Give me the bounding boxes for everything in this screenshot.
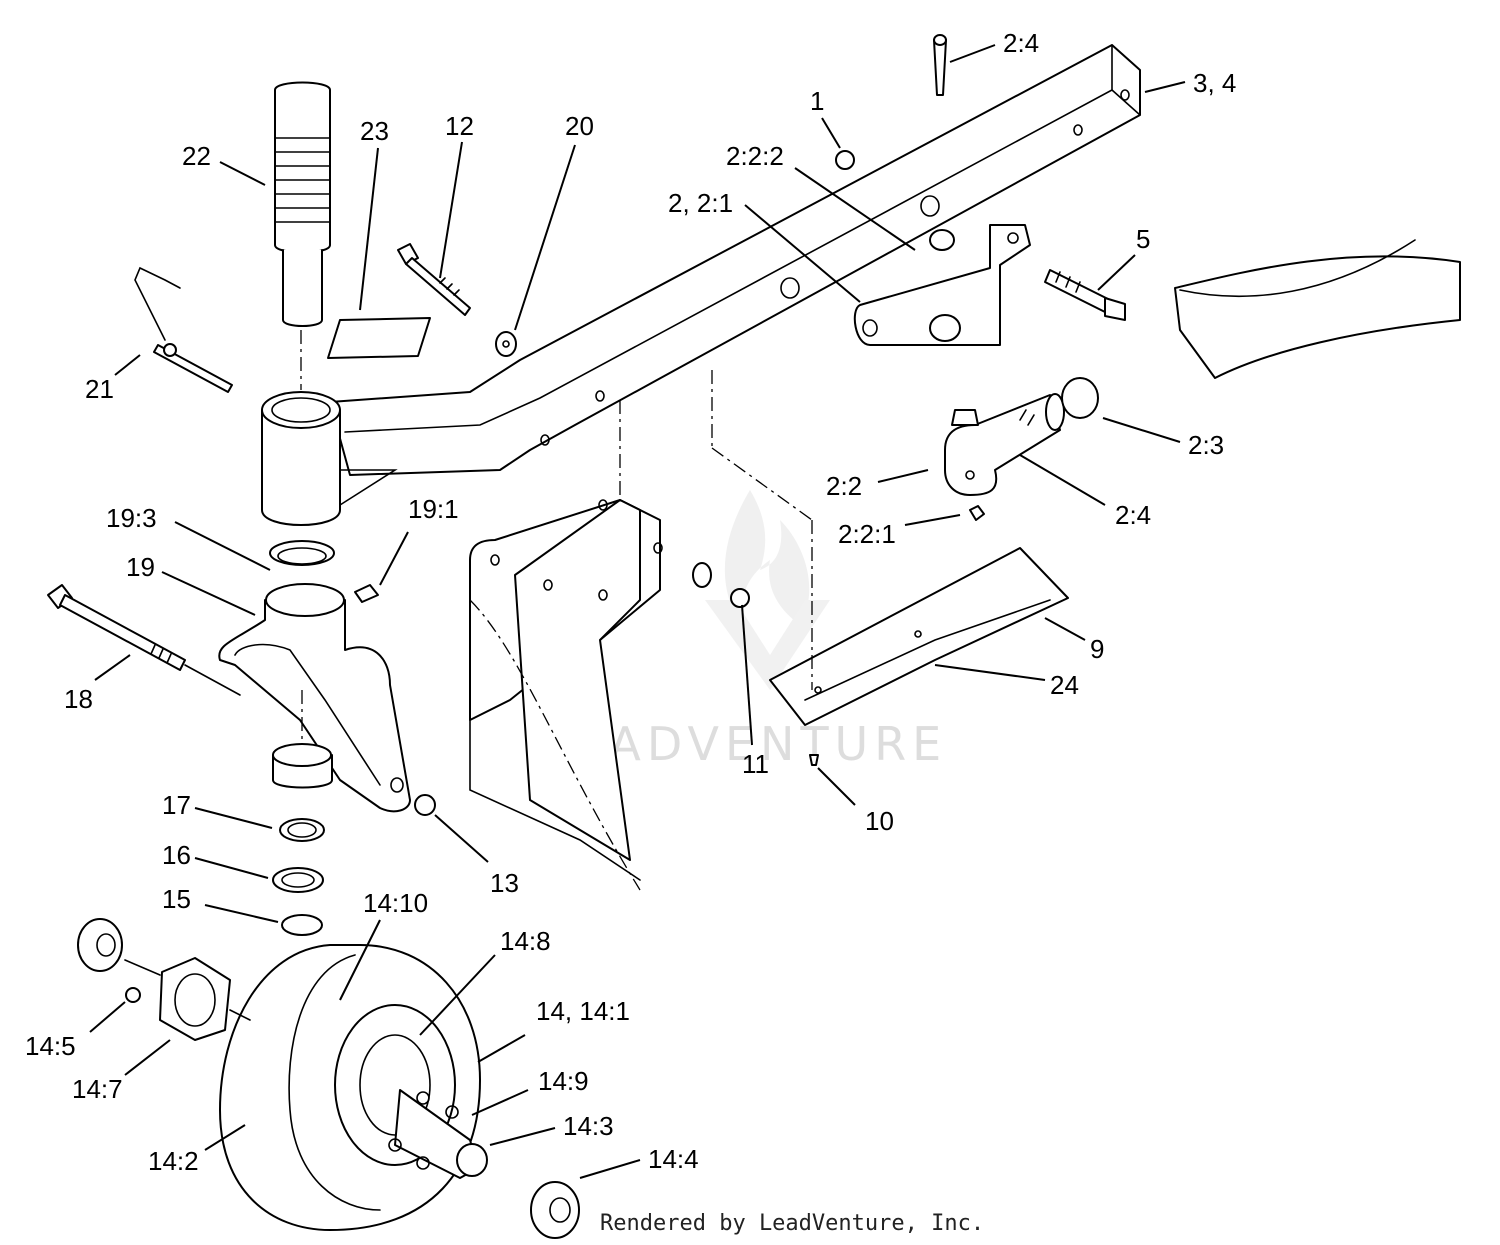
- detent-pin: [134, 266, 233, 393]
- label-14-7: 14:7: [72, 1074, 123, 1104]
- label-14-14-1: 14, 14:1: [536, 996, 630, 1026]
- nut-1: [835, 150, 855, 170]
- hub-plate: [159, 957, 231, 1041]
- label-2-2-1: 2, 2:1: [668, 188, 733, 218]
- label-19-3: 19:3: [106, 503, 157, 533]
- label-2-4-top: 2:4: [1003, 28, 1039, 58]
- label-13: 13: [490, 868, 519, 898]
- label-2-2-1b: 2:2:1: [838, 519, 896, 549]
- label-23: 23: [360, 116, 389, 146]
- caster-housing: [261, 391, 398, 526]
- washer-16: [272, 867, 324, 893]
- bolt-5: [1044, 269, 1126, 321]
- label-9: 9: [1090, 634, 1104, 664]
- washer-11: [692, 562, 712, 588]
- caster-grip: [274, 81, 331, 390]
- label-2-4-bottom: 2:4: [1115, 500, 1151, 530]
- label-19-1: 19:1: [408, 494, 459, 524]
- label-14-10: 14:10: [363, 888, 428, 918]
- nut-13: [414, 794, 436, 816]
- label-2-2-2: 2:2:2: [726, 141, 784, 171]
- bearing-14-4: [530, 1181, 580, 1239]
- jam-nut: [1061, 377, 1099, 419]
- label-14-5: 14:5: [25, 1031, 76, 1061]
- front-bumper: [1174, 255, 1461, 379]
- watermark-logo: [705, 490, 830, 690]
- label-14-8: 14:8: [500, 926, 551, 956]
- side-panel: [469, 499, 663, 891]
- label-14-2: 14:2: [148, 1146, 199, 1176]
- label-12: 12: [445, 111, 474, 141]
- label-14-3: 14:3: [563, 1111, 614, 1141]
- label-19: 19: [126, 552, 155, 582]
- label-21: 21: [85, 374, 114, 404]
- label-1: 1: [810, 86, 824, 116]
- label-20: 20: [565, 111, 594, 141]
- bushing-19-3: [269, 540, 335, 566]
- label-14-9: 14:9: [538, 1066, 589, 1096]
- label-10: 10: [865, 806, 894, 836]
- ball-joint: [944, 393, 1065, 521]
- grease-fitting: [354, 584, 379, 603]
- label-18: 18: [64, 684, 93, 714]
- frame-tube: [329, 44, 1141, 476]
- pivot-bracket: [853, 34, 1031, 346]
- nut-11: [730, 588, 750, 608]
- bearing-14-5: [77, 918, 123, 972]
- callout-labels: 2:4 3, 4 1 2:2:2 2, 2:1 5 22 23 12 20 21…: [25, 28, 1236, 1176]
- caster-fork: [218, 583, 411, 813]
- label-3-4: 3, 4: [1193, 68, 1236, 98]
- label-22: 22: [182, 141, 211, 171]
- nut-14-5: [125, 987, 141, 1003]
- ring-15: [281, 914, 323, 936]
- label-2-3: 2:3: [1188, 430, 1224, 460]
- label-15: 15: [162, 884, 191, 914]
- bolt-12: [397, 243, 471, 316]
- label-24: 24: [1050, 670, 1079, 700]
- label-16: 16: [162, 840, 191, 870]
- label-2-2: 2:2: [826, 471, 862, 501]
- skid-plate: [619, 370, 1069, 766]
- decal: [327, 317, 431, 359]
- label-5: 5: [1136, 224, 1150, 254]
- label-14-4: 14:4: [648, 1144, 699, 1174]
- ring-17: [279, 818, 325, 842]
- caster-wheel: [219, 944, 488, 1231]
- label-17: 17: [162, 790, 191, 820]
- leader-lines: [89, 44, 1186, 1179]
- label-11: 11: [742, 749, 769, 779]
- washer-20: [495, 331, 517, 357]
- render-credit: Rendered by LeadVenture, Inc.: [600, 1211, 984, 1236]
- bolt-18: [47, 584, 241, 696]
